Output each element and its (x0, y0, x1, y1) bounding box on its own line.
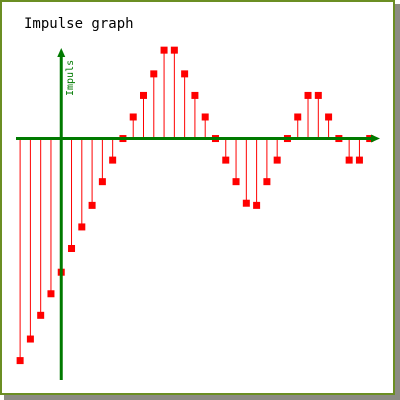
impulse-marker (273, 156, 281, 164)
impulse-marker (68, 244, 76, 252)
impulse-marker (345, 156, 353, 164)
y-axis-arrow (57, 48, 66, 57)
impulse-marker (294, 113, 302, 121)
impulse-marker (150, 70, 158, 78)
impulse-marker (78, 223, 86, 231)
impulse-marker (140, 91, 148, 99)
impulse-marker (98, 178, 106, 186)
impulse-marker (160, 46, 168, 54)
impulse-marker (109, 156, 117, 164)
impulse-marker (314, 91, 322, 99)
impulse-marker (129, 113, 137, 121)
impulse-marker (181, 70, 189, 78)
impulse-marker (253, 201, 261, 209)
impulse-marker (37, 311, 45, 319)
impulse-marker (170, 46, 178, 54)
y-axis-label: Impuls (65, 60, 76, 96)
impulse-marker (232, 178, 240, 186)
impulse-marker (16, 357, 24, 365)
impulse-marker (201, 113, 209, 121)
impulse-marker (355, 156, 363, 164)
chart-title: Impulse graph (24, 16, 134, 32)
impulse-marker (263, 178, 271, 186)
impulse-marker (47, 290, 55, 298)
x-axis-arrow (371, 134, 380, 143)
impulse-marker (222, 156, 230, 164)
impulse-marker (242, 199, 250, 207)
impulse-marker (304, 91, 312, 99)
plot-frame (0, 0, 395, 395)
impulse-marker (191, 91, 199, 99)
impulse-marker (325, 113, 333, 121)
impulse-marker (88, 201, 96, 209)
impulse-marker (26, 335, 34, 343)
